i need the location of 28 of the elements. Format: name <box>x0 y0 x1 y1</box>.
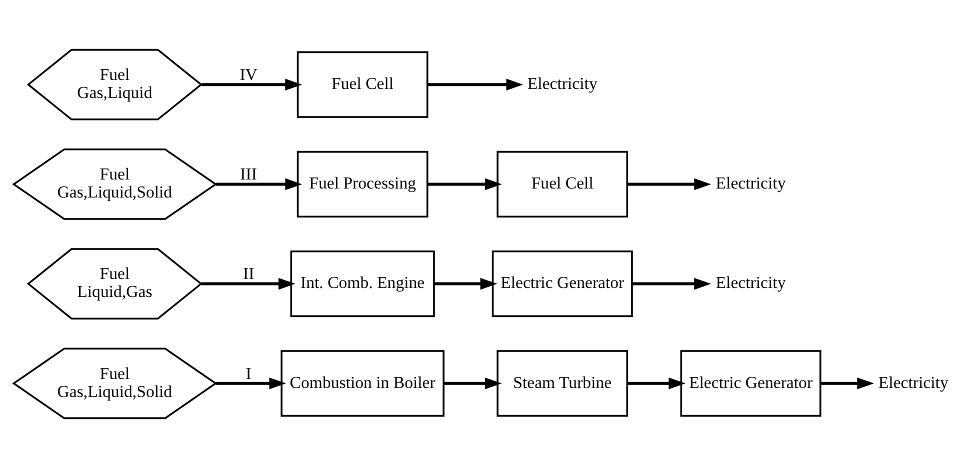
node-text: Electricity <box>716 273 786 292</box>
arrow <box>434 278 498 290</box>
edge-label: I <box>246 364 252 383</box>
arrow <box>201 278 296 290</box>
arrow <box>428 178 502 190</box>
arrow <box>820 378 874 390</box>
edge-label: III <box>240 164 257 184</box>
node-box: Electric Generator <box>680 350 822 417</box>
arrow <box>216 378 286 390</box>
node-box: Fuel Cell <box>496 150 628 218</box>
arrow <box>428 78 524 90</box>
arrow <box>632 278 712 290</box>
node-box: Fuel Cell <box>296 51 428 118</box>
arrow <box>628 378 686 390</box>
node-box: Int. Comb. Engine <box>290 250 435 318</box>
node-text: Electricity <box>527 74 598 94</box>
node-box: Steam Turbine <box>496 350 628 417</box>
node-box: Combustion in Boiler <box>280 350 444 417</box>
node-box: Electric Generator <box>492 250 633 318</box>
node-box: Fuel Processing <box>296 150 428 218</box>
node-text: Electricity <box>878 372 948 392</box>
arrow <box>444 378 502 390</box>
arrow <box>216 178 302 190</box>
edge-label: II <box>242 264 254 284</box>
arrow <box>628 178 712 190</box>
arrow <box>201 78 302 90</box>
edge-label: IV <box>240 65 258 84</box>
node-text: Electricity <box>716 174 786 193</box>
